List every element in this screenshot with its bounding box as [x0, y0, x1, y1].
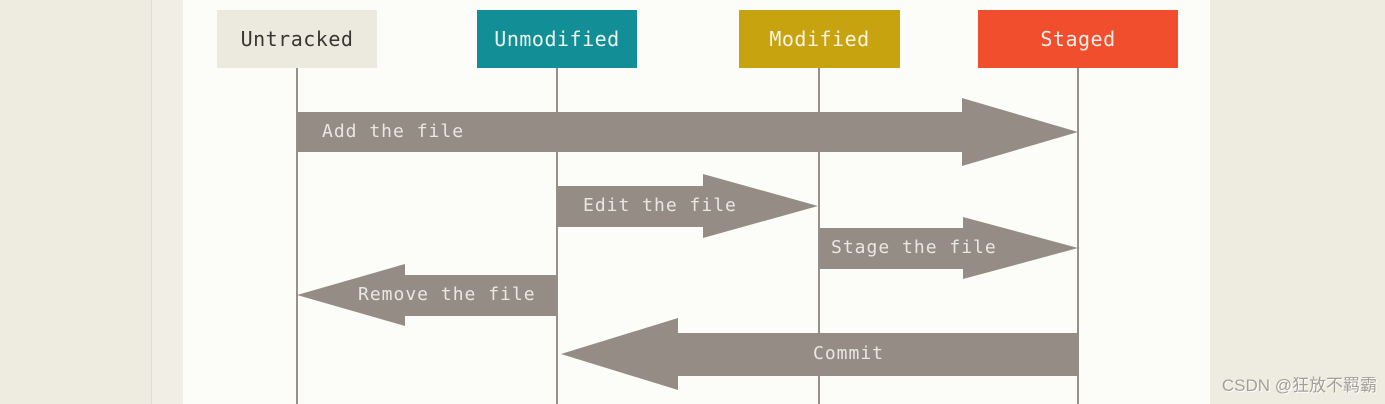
lifeline-staged [1077, 68, 1079, 404]
arrow-label: Remove the file [358, 284, 536, 305]
arrow-shaft [405, 275, 557, 316]
arrow-head-left-icon [561, 318, 678, 390]
arrow-shaft [818, 228, 963, 269]
state-box-untracked: Untracked [217, 10, 377, 68]
arrow-head-right-icon [963, 217, 1078, 279]
state-box-staged: Staged [978, 10, 1178, 68]
arrow-head-right-icon [962, 98, 1078, 166]
arrow-head-right-icon [703, 174, 818, 238]
arrow-head-left-icon [297, 264, 405, 326]
arrow-shaft [297, 112, 962, 152]
state-box-modified: Modified [739, 10, 900, 68]
arrow-shaft [557, 186, 703, 227]
csdn-watermark: CSDN @狂放不羁霸 [1221, 376, 1377, 395]
lifeline-untracked [296, 68, 298, 404]
state-box-unmodified: Unmodified [477, 10, 637, 68]
lifeline-unmodified [556, 68, 558, 404]
page-gutter [151, 0, 184, 404]
arrow-shaft [678, 333, 1079, 376]
arrow-label: Commit [813, 343, 885, 364]
arrow-label: Add the file [322, 121, 465, 142]
arrow-label: Edit the file [583, 195, 737, 216]
arrow-label: Stage the file [831, 237, 997, 258]
